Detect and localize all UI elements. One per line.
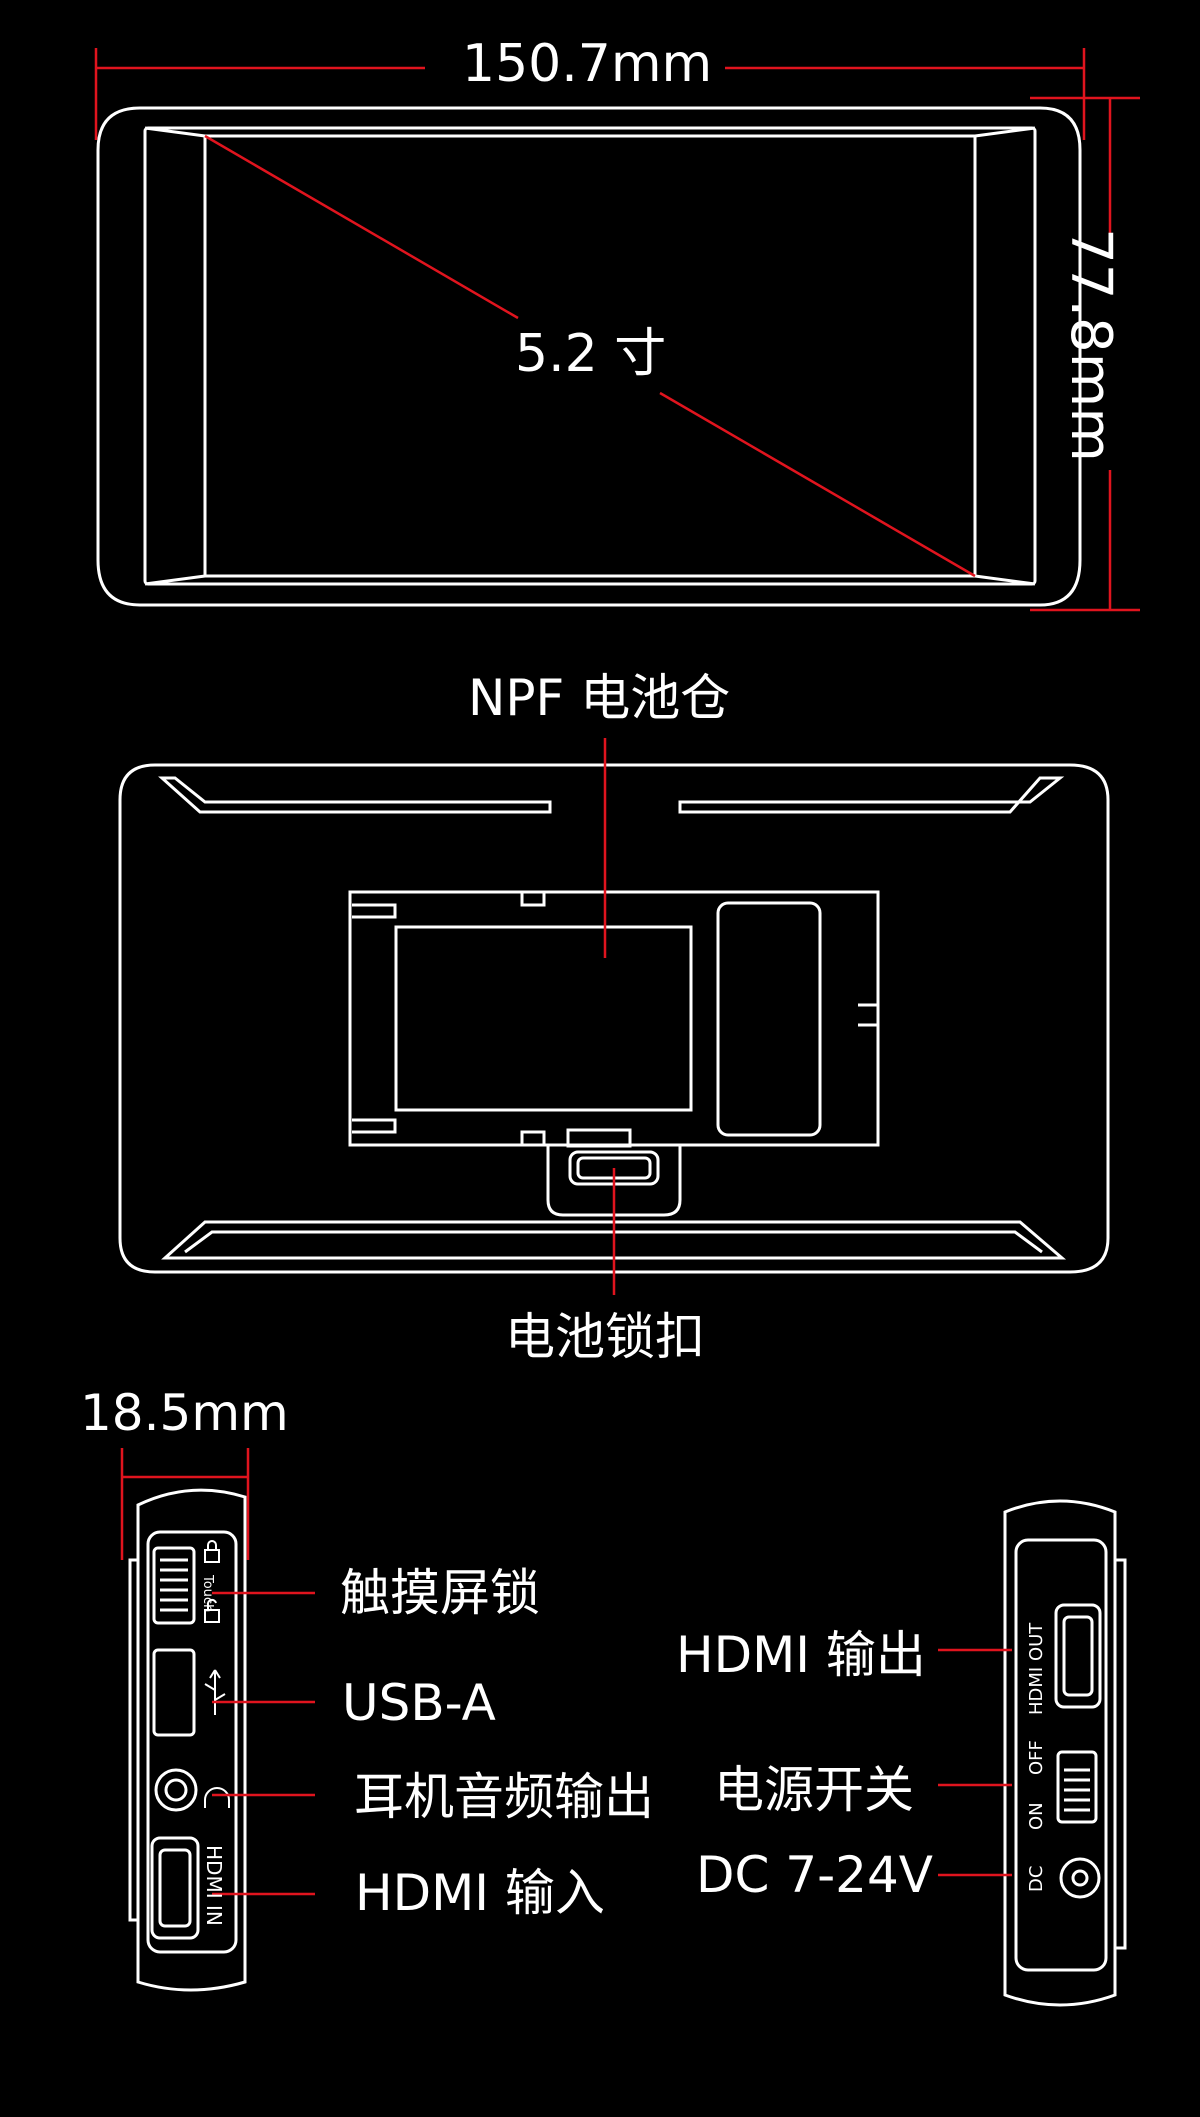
unlock-icon <box>204 1598 220 1623</box>
diagonal-label: 5.2 寸 <box>515 324 667 384</box>
battery-bay-clips <box>352 892 878 1145</box>
hdmi-in-port <box>150 1836 200 1940</box>
right-leader-lines <box>938 1648 1012 1877</box>
back-outer-shell <box>118 763 1110 1274</box>
back-view <box>118 763 1110 1274</box>
dc-jack <box>1059 1857 1101 1899</box>
off-text: OFF <box>1026 1740 1047 1775</box>
usb-a-port <box>152 1648 196 1737</box>
power-switch-label: 电源开关 <box>714 1761 914 1819</box>
dc-jack-inner <box>1071 1869 1089 1887</box>
left-side-shell <box>136 1488 247 1992</box>
depth-dimension-line <box>120 1448 250 1560</box>
dc-text: DC <box>1026 1866 1047 1892</box>
hdmi-in-text: HDMI IN <box>202 1845 226 1926</box>
depth-label: 18.5mm <box>80 1384 289 1442</box>
height-dimension-line <box>1030 96 1140 612</box>
hdmi-in-port-inner <box>158 1848 192 1928</box>
power-switch-ridges <box>1064 1768 1090 1812</box>
battery-compartment-label: NPF 电池仓 <box>468 669 731 727</box>
hdmi-in-label: HDMI 输入 <box>355 1864 605 1922</box>
audio-jack-inner <box>164 1778 188 1802</box>
left-side-view <box>128 1488 247 1992</box>
left-leader-lines <box>212 1591 315 1896</box>
height-label: 77.8mm <box>1058 228 1123 462</box>
hdmi-out-label: HDMI 输出 <box>676 1626 926 1684</box>
sunhood-right <box>974 126 1036 586</box>
battery-bay-plate <box>348 890 880 1147</box>
battery-lock-tab <box>566 1128 632 1148</box>
left-side-rim <box>128 1558 138 1922</box>
lock-icon <box>204 1540 220 1563</box>
screen-display <box>203 134 977 578</box>
battery-bay-inner <box>394 925 693 1112</box>
battery-bay-side <box>716 901 822 1137</box>
top-grip-right <box>678 776 1065 814</box>
width-dimension-line <box>94 48 1086 140</box>
right-side-rim <box>1115 1558 1127 1950</box>
headphone-icon <box>204 1787 230 1808</box>
battery-lock-label: 电池锁扣 <box>505 1308 705 1366</box>
usb-a-label: USB-A <box>342 1674 496 1732</box>
hdmi-out-port <box>1054 1603 1102 1709</box>
front-outer-shell <box>96 106 1082 607</box>
usb-icon <box>204 1669 226 1715</box>
audio-out-label: 耳机音频输出 <box>354 1768 654 1826</box>
touch-lock-switch-ridges <box>160 1558 188 1612</box>
audio-jack <box>154 1768 198 1812</box>
width-label: 150.7mm <box>462 34 713 94</box>
left-port-panel <box>146 1530 238 1954</box>
right-side-shell <box>1003 1499 1117 2007</box>
sunhood-left <box>144 126 206 586</box>
dc-input-label: DC 7-24V <box>696 1846 933 1904</box>
right-port-panel <box>1014 1538 1108 1972</box>
top-grip-left <box>158 776 552 814</box>
touch-lock-switch <box>152 1546 196 1625</box>
screen-bezel <box>143 126 1037 586</box>
right-side-view <box>1003 1499 1127 2007</box>
front-view <box>96 106 1082 607</box>
on-text: ON <box>1026 1802 1047 1830</box>
hdmi-out-port-inner <box>1062 1615 1094 1697</box>
hdmi-out-text: HDMI OUT <box>1026 1622 1047 1715</box>
touch-lock-label: 触摸屏锁 <box>340 1564 540 1622</box>
touch-text: Touch <box>200 1574 215 1612</box>
power-switch <box>1056 1750 1098 1824</box>
diagonal-line <box>204 134 976 578</box>
